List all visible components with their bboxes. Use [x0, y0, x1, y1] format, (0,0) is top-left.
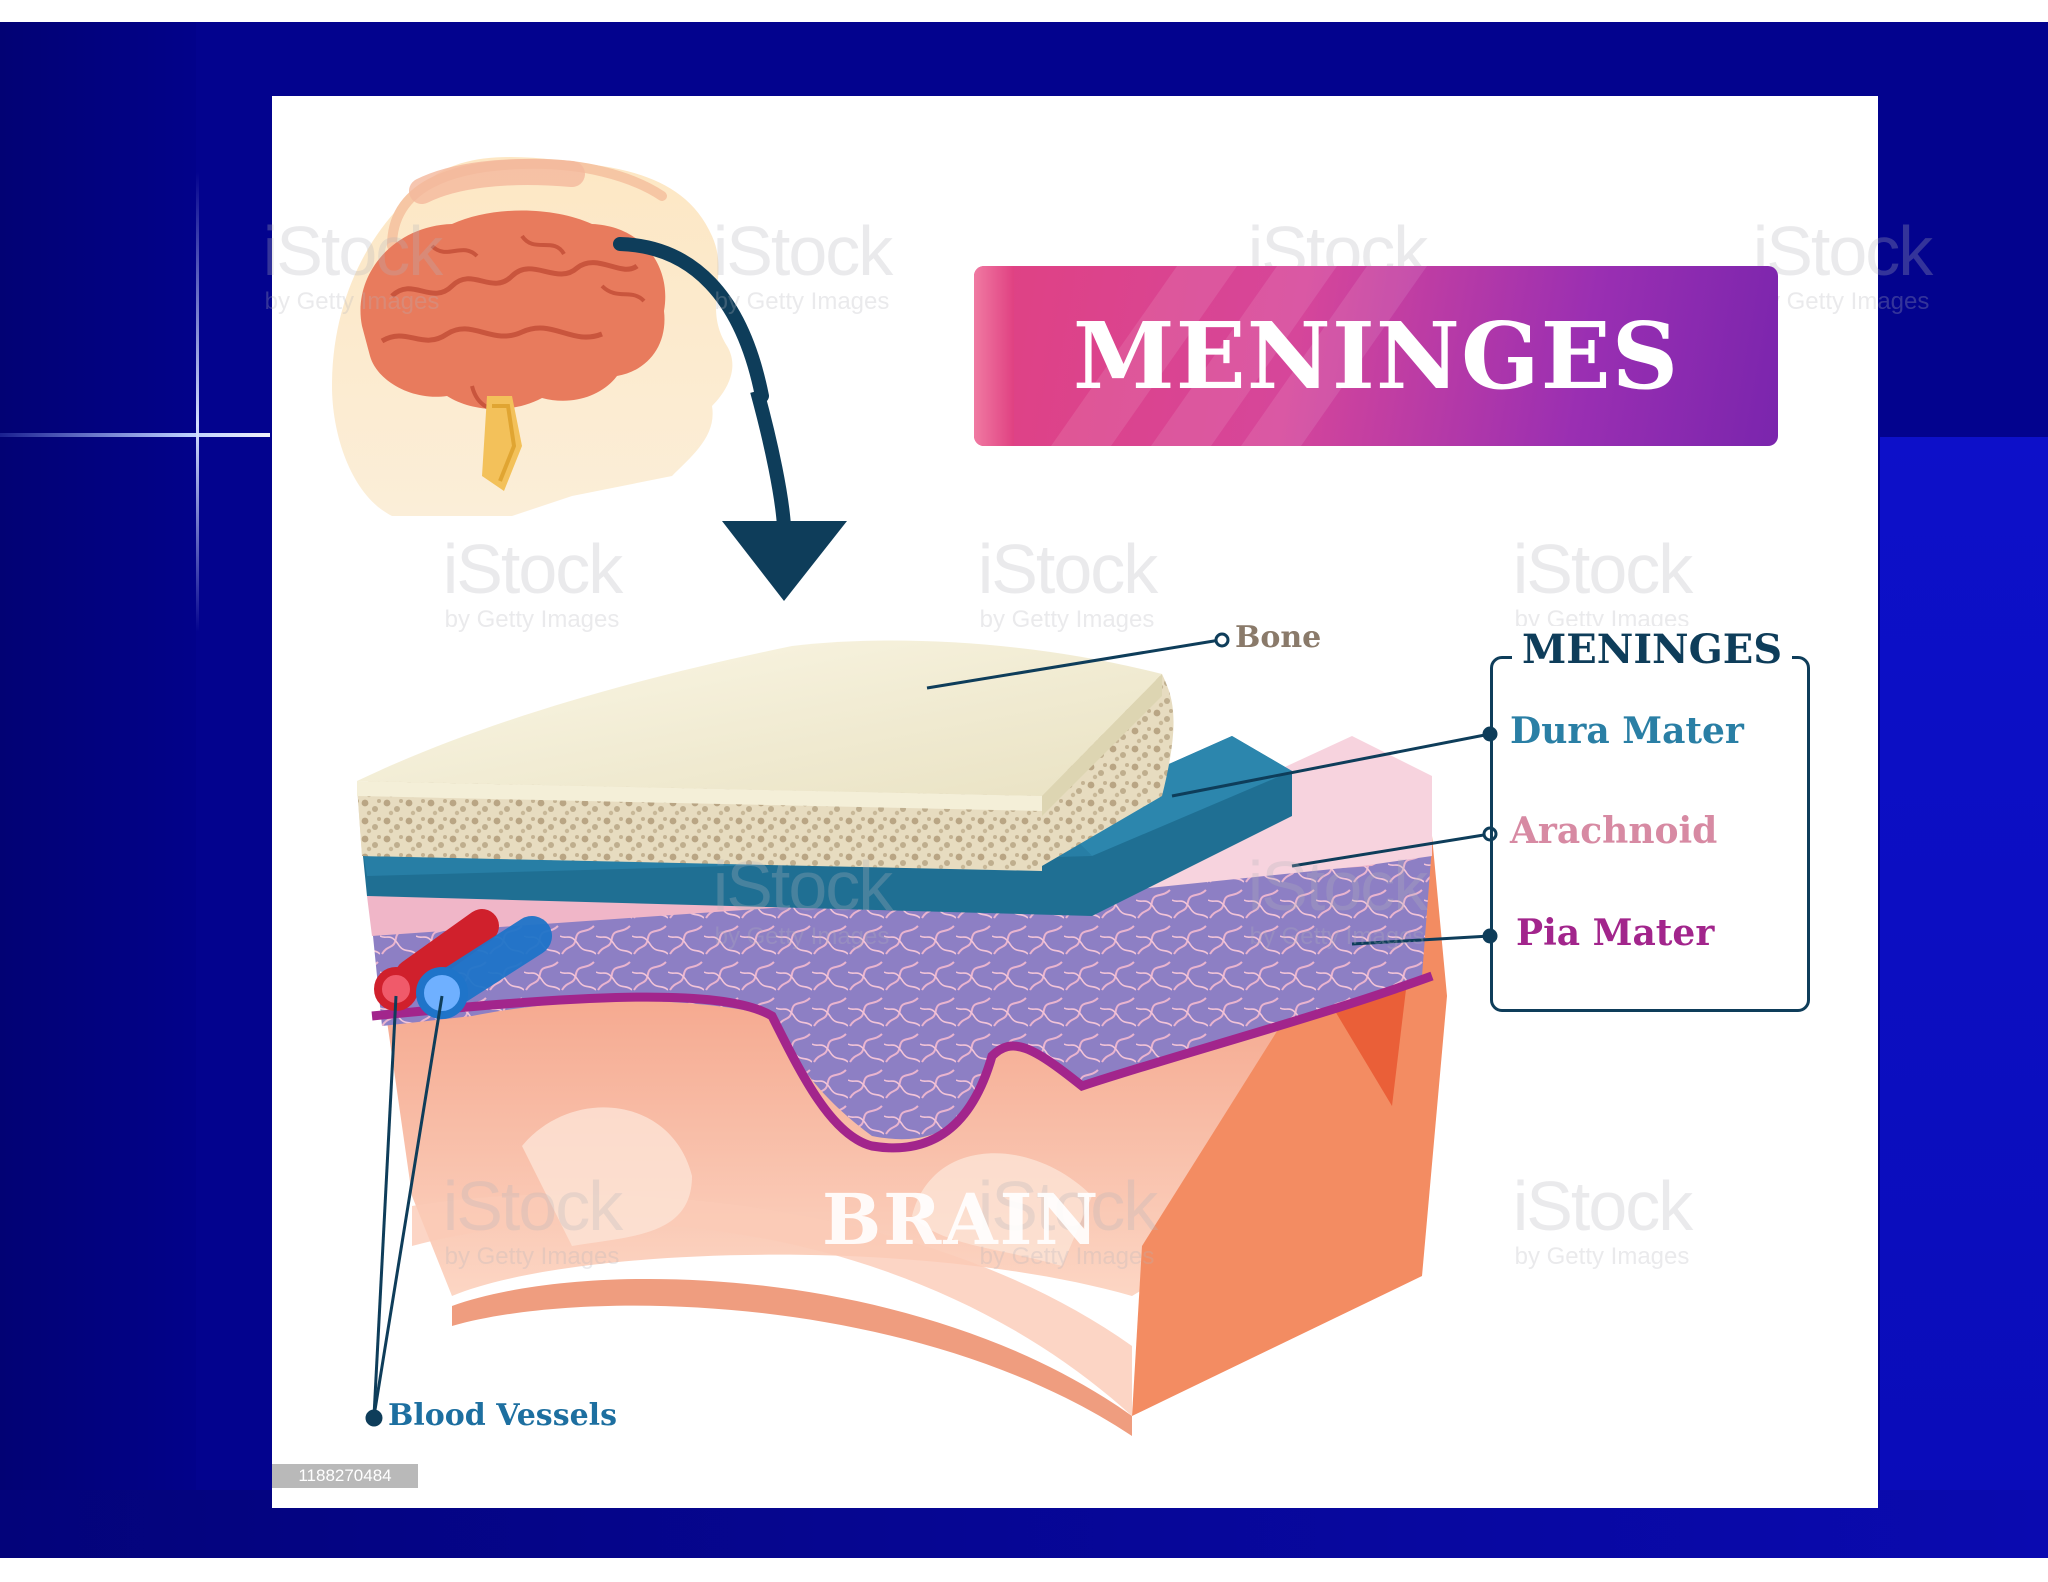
watermark: iStock by Getty Images: [262, 212, 444, 315]
title-banner: MENINGES: [974, 266, 1778, 446]
watermark: iStock by Getty Images: [1512, 530, 1694, 633]
brain-icon: [360, 210, 666, 491]
watermark: iStock by Getty Images: [1247, 847, 1429, 950]
label-pia-mater: Pia Mater: [1516, 912, 1715, 954]
bone-layer: [357, 640, 1174, 871]
watermark: iStock by Getty Images: [1752, 212, 1934, 315]
meninges-illustration: iStock by Getty Images iStock by Getty I…: [263, 96, 1933, 1508]
label-arachnoid: Arachnoid: [1510, 810, 1718, 852]
label-blood-vessels: Blood Vessels: [388, 1398, 617, 1433]
watermark: iStock by Getty Images: [442, 1167, 624, 1270]
leader-lines: [365, 632, 1498, 1427]
label-dura-mater: Dura Mater: [1510, 710, 1744, 752]
label-bone: Bone: [1235, 620, 1322, 655]
legend-title: MENINGES: [1512, 626, 1793, 673]
slide-left-band: [0, 22, 196, 1558]
presentation-slide: iStock by Getty Images iStock by Getty I…: [0, 22, 2048, 1558]
watermark: iStock by Getty Images: [977, 530, 1159, 633]
arrow-icon: [613, 237, 847, 601]
subarachnoid-space: [371, 846, 1434, 1153]
watermark: iStock by Getty Images: [712, 212, 894, 315]
watermark: iStock by Getty Images: [977, 1167, 1159, 1270]
watermark: iStock by Getty Images: [1512, 1167, 1694, 1270]
stock-id-badge: 1188270484: [272, 1464, 418, 1488]
page-title: MENINGES: [1072, 302, 1680, 410]
watermark: iStock by Getty Images: [442, 530, 624, 633]
watermark: iStock by Getty Images: [712, 847, 894, 950]
lens-flare-horizontal: [0, 433, 270, 437]
slide-right-glow: [1880, 437, 2048, 1558]
illustration-graphics: [332, 157, 1498, 1436]
blood-vessels-icon: [374, 909, 552, 1019]
lens-flare-vertical: [196, 172, 199, 632]
label-brain: BRAIN: [822, 1178, 1101, 1261]
